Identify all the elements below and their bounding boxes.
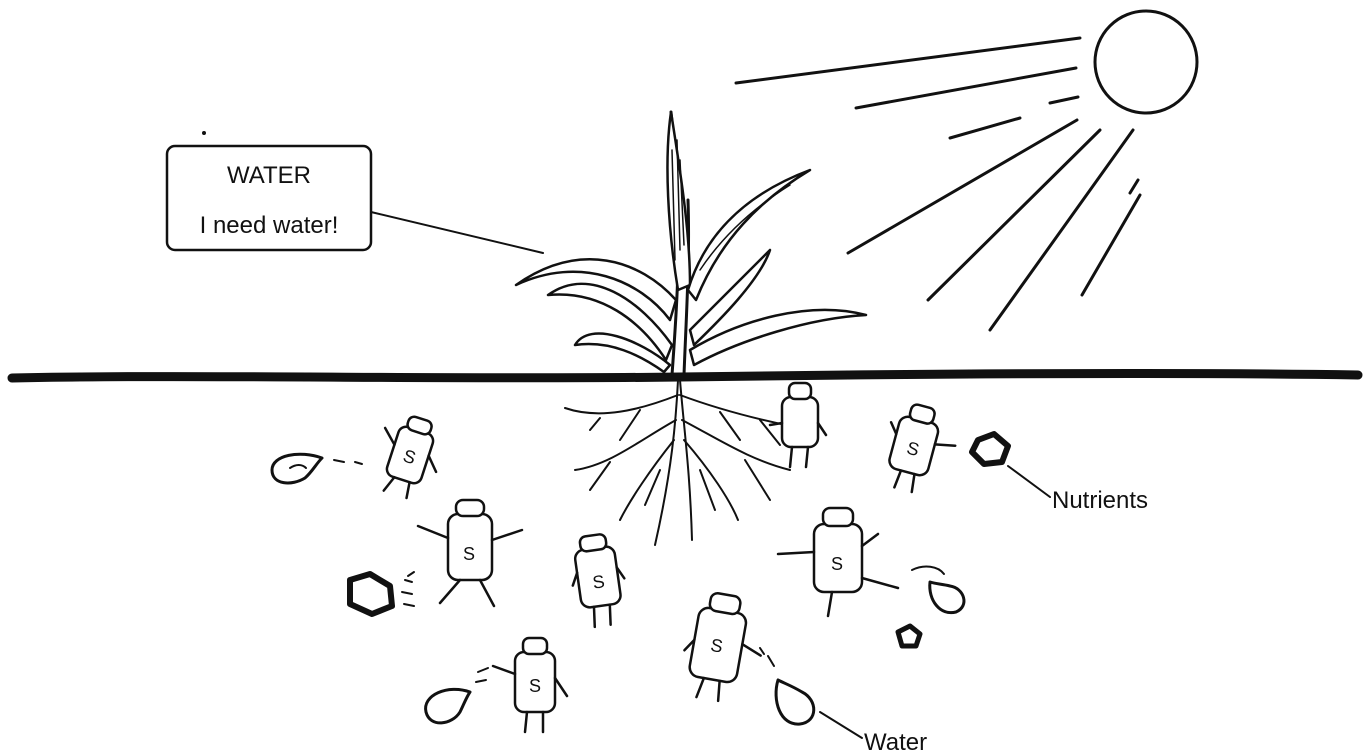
nutrients-label: Nutrients	[1052, 487, 1148, 514]
sun	[1095, 11, 1197, 113]
water-pointer	[820, 712, 862, 738]
nutrient-particle	[972, 434, 1008, 464]
corn-plant	[516, 112, 866, 375]
salt-shaker	[770, 383, 826, 467]
sun-rays	[736, 38, 1140, 330]
salt-shaker-letter: S	[529, 676, 541, 696]
salt-shaker: S	[677, 589, 770, 707]
salt-shaker-letter: S	[463, 544, 475, 564]
water-droplet	[760, 648, 814, 724]
salt-shaker: S	[367, 409, 451, 504]
speech-box-title: WATER	[227, 162, 311, 189]
water-droplet	[912, 567, 964, 613]
ink-dot	[203, 132, 206, 135]
speech-box: WATER I need water!	[167, 146, 371, 250]
speech-box-pointer	[371, 212, 543, 253]
nutrients-pointer	[1008, 466, 1050, 497]
salt-shaker: S	[493, 638, 567, 732]
salt-shaker: S	[566, 532, 630, 629]
speech-box-message: I need water!	[200, 212, 339, 239]
salt-shaker-letter: S	[831, 554, 843, 574]
salt-shaker: S	[875, 399, 963, 500]
plant-roots	[565, 380, 800, 545]
salt-shaker: S	[418, 500, 522, 606]
water-droplet	[426, 668, 488, 723]
nutrient-particle	[350, 572, 414, 614]
salt-shaker: S	[778, 508, 898, 616]
water-label: Water	[864, 729, 927, 753]
nutrient-particle	[898, 626, 920, 646]
water-droplet	[272, 454, 362, 483]
